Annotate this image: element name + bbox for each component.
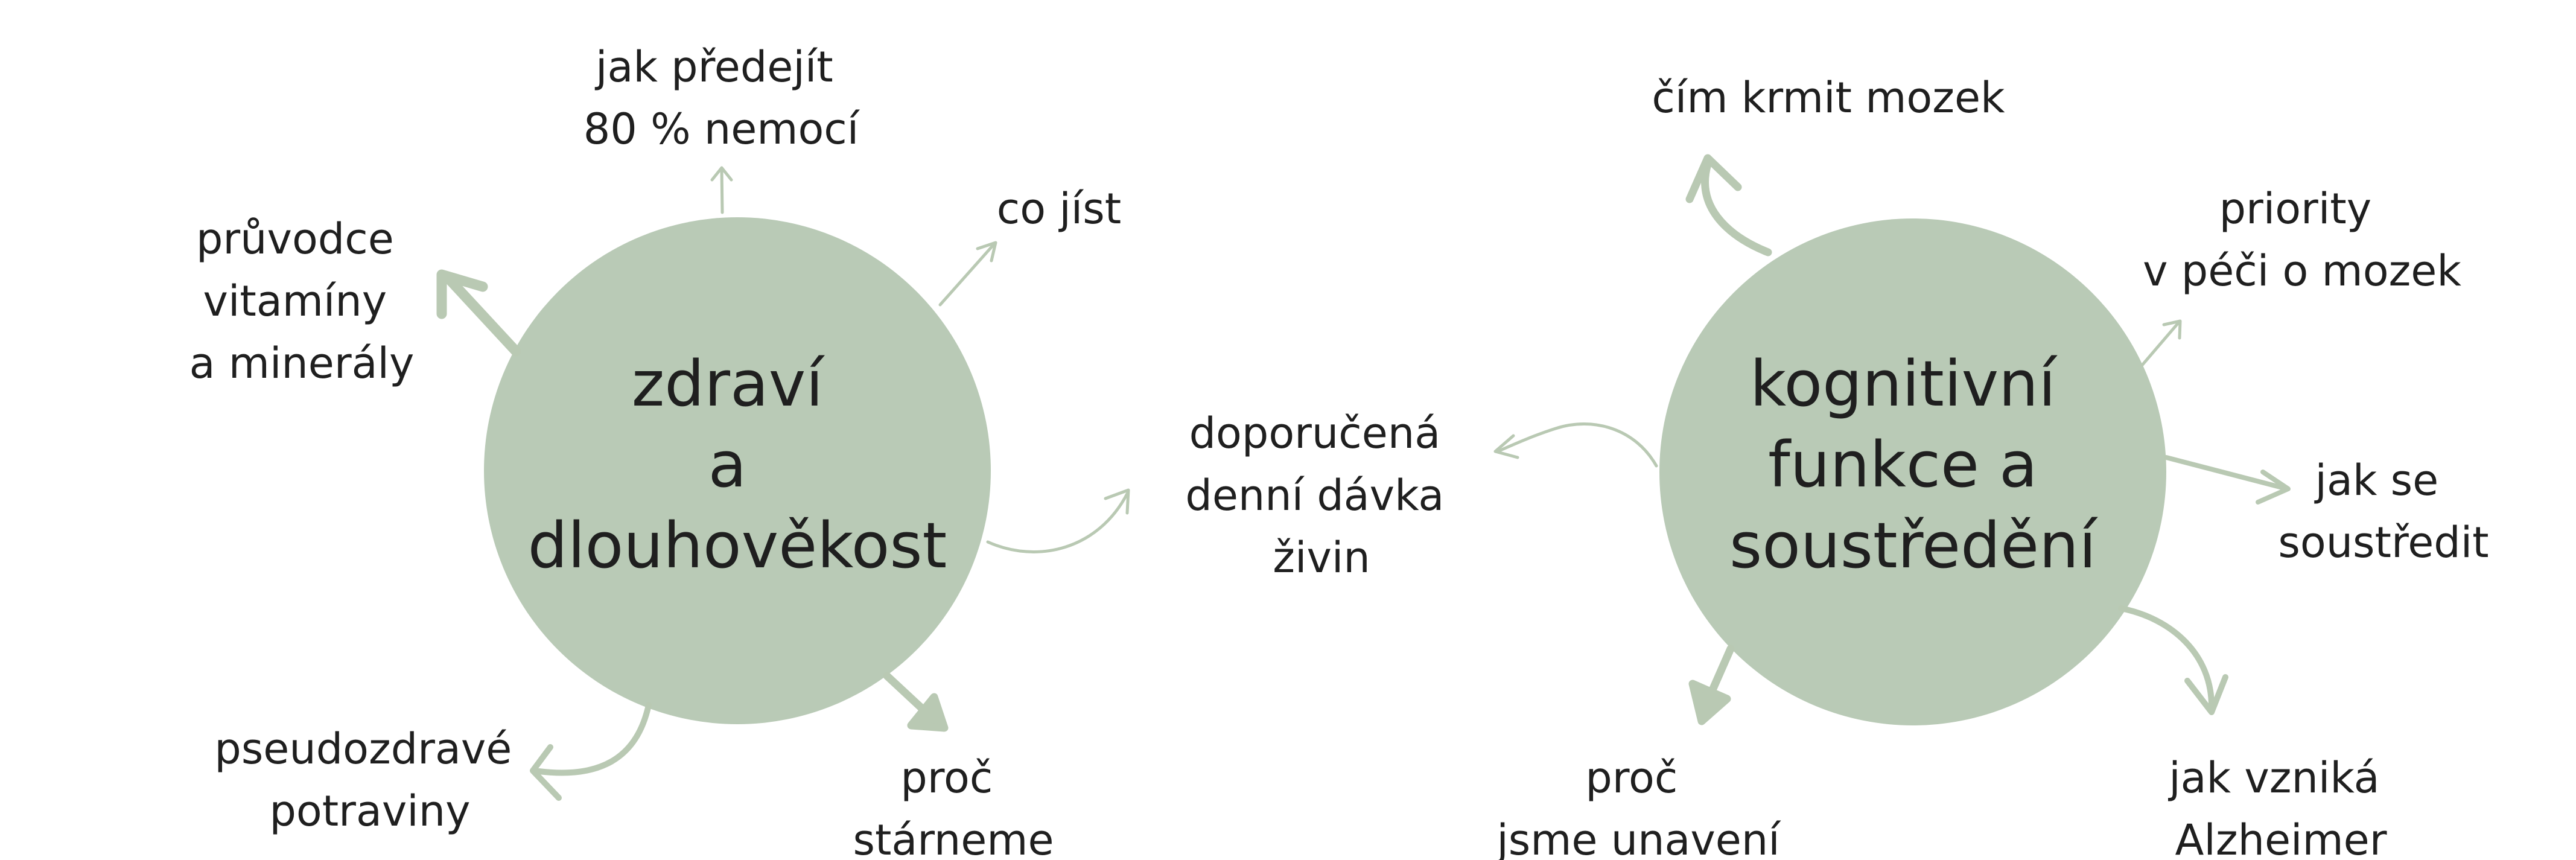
- right-circle-line-1: kognitivní: [1750, 347, 2058, 421]
- arrow-to-unaveni: [1688, 645, 1735, 725]
- topic-soustredit-line-1: jak se: [2314, 456, 2439, 505]
- topic-pruvodce: průvodce vitamíny a minerály: [189, 214, 415, 388]
- left-circle-line-3: dlouhověkost: [528, 509, 947, 582]
- topic-pruvodce-line-3: a minerály: [189, 339, 415, 388]
- left-circle-title: zdraví a dlouhověkost: [528, 347, 947, 582]
- topic-unaveni: proč jsme unavení: [1495, 753, 1781, 860]
- topic-krmit: čím krmit mozek: [1652, 73, 2005, 123]
- topic-pruvodce-line-1: průvodce: [196, 214, 394, 264]
- topic-krmit-line-1: čím krmit mozek: [1652, 73, 2005, 123]
- arrow-to-pruvodce: [436, 269, 521, 357]
- arrow-to-davka: [986, 488, 1130, 553]
- topic-pseudo-line-1: pseudozdravé: [214, 724, 512, 774]
- arrow-to-pseudo: [530, 702, 652, 801]
- topic-co-jist-line-1: co jíst: [997, 184, 1121, 234]
- topic-starneme: proč stárneme: [853, 753, 1054, 860]
- arrow-to-priority: [2140, 319, 2182, 367]
- topic-unaveni-line-2: jsme unavení: [1495, 815, 1781, 860]
- right-circle-line-3: soustředění: [1729, 509, 2098, 582]
- topic-co-jist: co jíst: [997, 184, 1121, 234]
- left-topic-circle: [484, 217, 991, 724]
- right-circle-line-2: funkce a: [1768, 428, 2038, 502]
- topic-alzheimer: jak vzniká Alzheimer: [2167, 753, 2393, 860]
- topic-unaveni-line-1: proč: [1585, 753, 1678, 803]
- topic-soustredit: jak se soustředit: [2278, 456, 2489, 567]
- topic-pseudo: pseudozdravé potraviny: [214, 724, 525, 836]
- topic-priority-line-1: priority: [2219, 184, 2372, 234]
- arrow-to-starneme: [883, 672, 949, 732]
- topic-alzheimer-line-1: jak vzniká: [2167, 753, 2379, 803]
- topic-davka-line-1: doporučená: [1189, 409, 1440, 458]
- arrow-to-krmit: [1685, 154, 1772, 256]
- topic-starneme-line-2: stárneme: [853, 815, 1054, 860]
- topic-predejit-line-2: 80 % nemocí: [584, 104, 860, 154]
- arrow-to-davka-right: [1493, 422, 1658, 468]
- topic-pruvodce-line-2: vitamíny: [203, 276, 387, 326]
- topic-davka: doporučená denní dávka živin: [1185, 409, 1457, 582]
- topic-predejit-line-1: jak předejít: [594, 42, 833, 92]
- right-circle-title: kognitivní funkce a soustředění: [1729, 347, 2098, 582]
- arrow-to-soustredit: [2164, 455, 2291, 505]
- topic-soustredit-line-2: soustředit: [2278, 518, 2489, 567]
- topic-pseudo-line-2: potraviny: [269, 786, 470, 836]
- left-circle-line-2: a: [708, 428, 747, 502]
- topic-davka-line-3: živin: [1273, 533, 1370, 582]
- topic-starneme-line-1: proč: [900, 753, 993, 803]
- topic-davka-line-2: denní dávka: [1185, 471, 1444, 520]
- arrow-to-predejit: [710, 166, 733, 214]
- topic-priority-line-2: v péči o mozek: [2143, 246, 2461, 296]
- topic-alzheimer-line-2: Alzheimer: [2175, 815, 2387, 860]
- right-topic-circle: [1659, 218, 2166, 725]
- arrow-to-alzheimer: [2118, 605, 2228, 715]
- topic-predejit: jak předejít 80 % nemocí: [584, 42, 860, 154]
- topic-priority: priority v péči o mozek: [2143, 184, 2461, 296]
- left-circle-line-1: zdraví: [632, 347, 825, 421]
- arrow-to-co-jist: [938, 241, 997, 307]
